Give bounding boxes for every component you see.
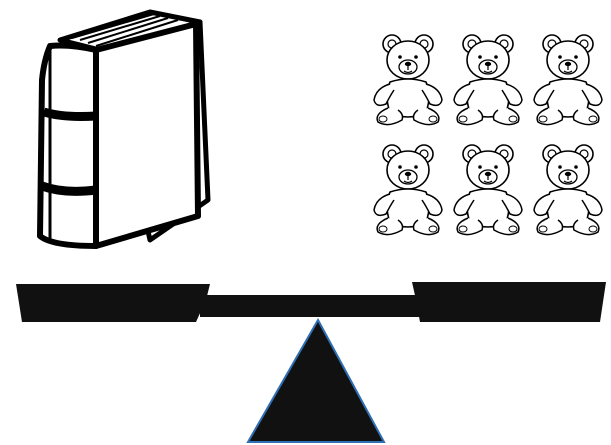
fulcrum bbox=[248, 320, 384, 442]
teddy-bears-group bbox=[374, 35, 602, 235]
teddy-bear-icon bbox=[534, 35, 602, 125]
left-pan bbox=[16, 284, 210, 322]
balance-beam bbox=[16, 282, 606, 322]
teddy-bear-icon bbox=[454, 145, 522, 235]
book-icon bbox=[40, 12, 208, 246]
teddy-bear-icon bbox=[534, 145, 602, 235]
teddy-bear-icon bbox=[374, 35, 442, 125]
teddy-bear-icon bbox=[374, 145, 442, 235]
right-pan bbox=[412, 282, 606, 322]
teddy-bear-icon bbox=[454, 35, 522, 125]
